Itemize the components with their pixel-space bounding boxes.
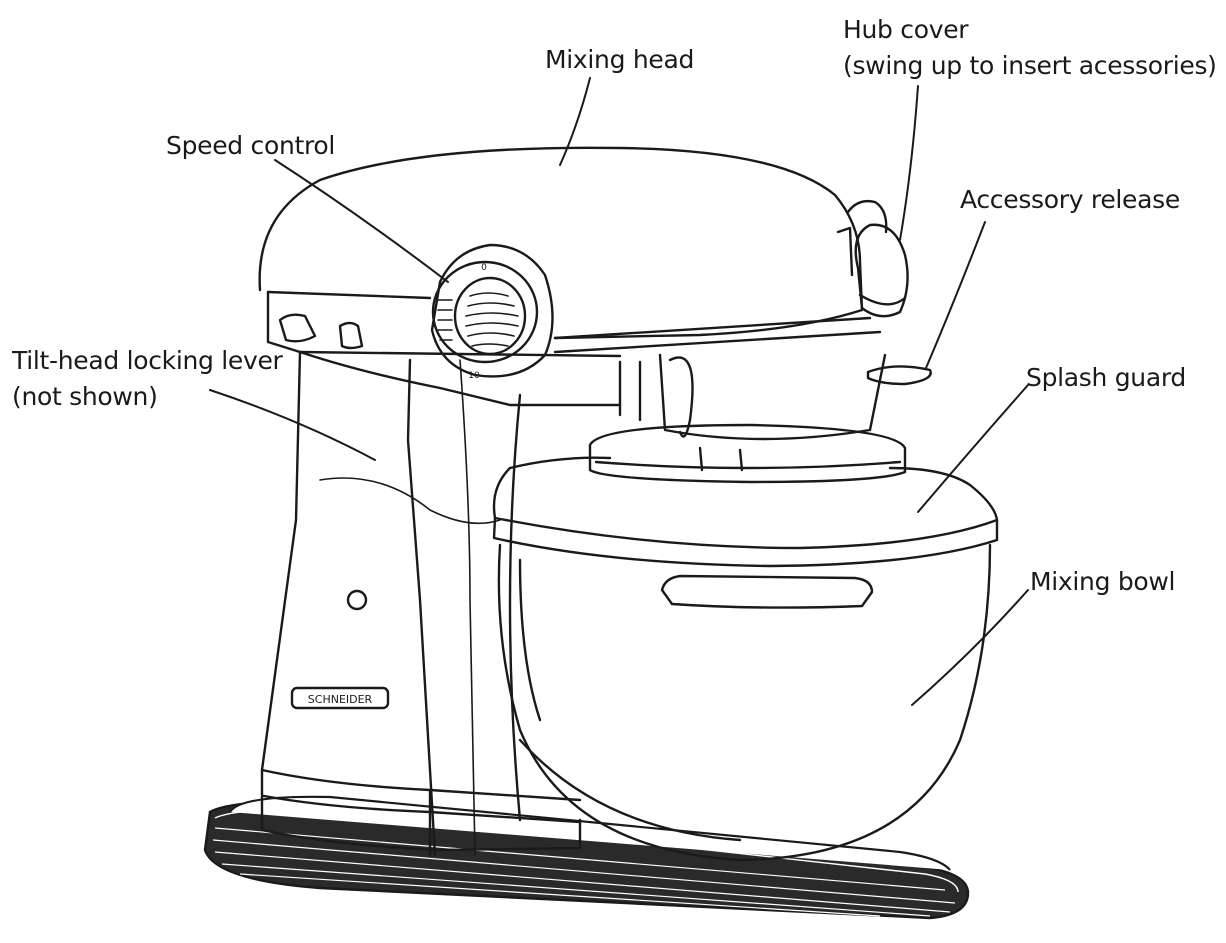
leader-mixing-bowl [911,589,1029,706]
speed-control-dial: 0 10 [430,243,554,381]
leader-accessory-release [925,221,986,369]
label-mixing-bowl: Mixing bowl [1030,567,1176,596]
label-accessory-release: Accessory release [960,185,1180,214]
leader-hub-cover [899,85,919,241]
brand-plate-text: SCHNEIDER [308,693,373,706]
mixing-bowl [497,543,992,862]
label-hub-cover-note: (swing up to insert acessories) [843,51,1217,80]
mixer-body: SCHNEIDER [260,350,622,858]
leader-tilt-lever [209,389,376,461]
label-tilt-lever-note: (not shown) [12,382,158,411]
dial-mark-top: 0 [481,263,487,273]
label-splash-guard: Splash guard [1026,363,1186,392]
label-hub-cover: Hub cover [843,15,969,44]
dial-mark-bottom: 10 [468,371,480,381]
label-mixing-head: Mixing head [545,45,695,74]
splash-guard [492,423,999,568]
leader-speed-control [274,159,449,283]
label-tilt-lever: Tilt-head locking lever [12,346,283,375]
base-plate [203,795,970,920]
leader-mixing-head [559,77,591,166]
leader-splash-guard [917,384,1029,513]
leader-lines [209,77,1029,706]
mixing-head [258,146,932,441]
label-speed-control: Speed control [166,131,336,160]
